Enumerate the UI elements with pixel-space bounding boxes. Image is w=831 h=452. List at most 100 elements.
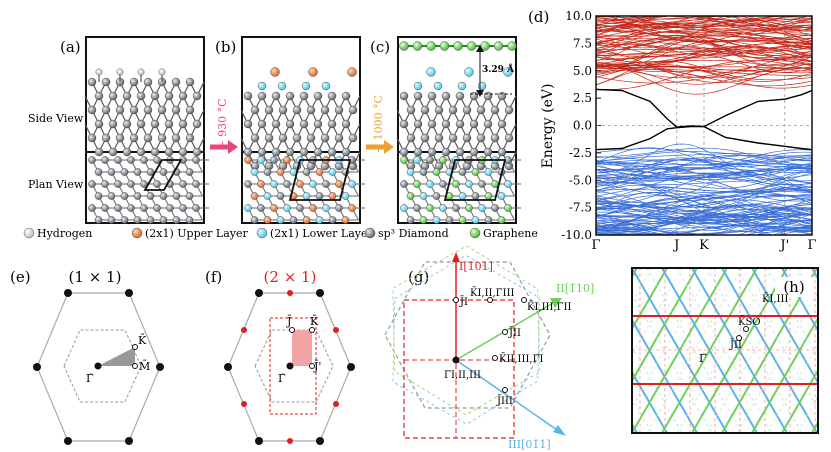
x-tick-label: K xyxy=(699,238,709,253)
y-tick-label: -5.0 xyxy=(569,173,592,187)
band-line xyxy=(596,41,812,71)
diamond-atom xyxy=(129,133,139,143)
diamond-atom xyxy=(178,119,188,129)
plan-atom xyxy=(257,156,265,164)
diamond-atom xyxy=(427,91,437,101)
band-line xyxy=(596,157,812,171)
plan-atom xyxy=(419,168,428,176)
diamond-atom xyxy=(483,147,493,157)
diamond-atom xyxy=(306,133,316,143)
bz-g-J3: J̄III xyxy=(496,395,513,407)
band-line xyxy=(596,16,812,33)
diamond-atom xyxy=(476,133,486,143)
band-line xyxy=(716,16,812,23)
plan-atom xyxy=(94,216,103,224)
diamond-atom xyxy=(271,119,281,129)
diamond-atom xyxy=(341,91,351,101)
diamond-atom xyxy=(150,91,160,101)
plan-atom xyxy=(302,168,311,176)
plan-atom xyxy=(270,204,278,212)
diamond-atom xyxy=(469,147,479,157)
diamond-atom xyxy=(469,119,479,129)
plan-atom xyxy=(270,156,278,164)
band-line xyxy=(596,143,812,176)
plan-atom xyxy=(140,156,148,164)
line-II-dashed xyxy=(646,268,743,433)
bz-e-Gamma: Γ̄ xyxy=(86,372,94,385)
plan-atom xyxy=(309,180,317,188)
plan-atom xyxy=(179,204,187,212)
diamond-atom xyxy=(257,119,267,129)
diamond-atom xyxy=(243,147,253,157)
band-line xyxy=(596,198,812,225)
plan-atom xyxy=(276,216,285,224)
diamond-atom xyxy=(285,91,295,101)
diamond-atom xyxy=(143,133,153,143)
bz-g-K1: K̄I,II,Γ̄III xyxy=(470,287,515,299)
band-line xyxy=(596,156,812,170)
bz-g-dir1: I[1̄01] xyxy=(459,260,493,273)
diamond-atom xyxy=(413,147,423,157)
plan-atom xyxy=(439,204,447,212)
plan-atom xyxy=(471,192,480,200)
band-line xyxy=(596,5,812,14)
diamond-atom xyxy=(399,147,409,157)
plan-atom xyxy=(172,216,181,224)
graphene-atom xyxy=(466,41,477,51)
band-line xyxy=(596,148,812,165)
plan-atom xyxy=(478,204,486,212)
y-tick-label: 5.0 xyxy=(573,64,592,78)
diamond-atom xyxy=(250,105,260,115)
lower-layer-atom xyxy=(257,81,267,91)
plan-atom xyxy=(296,180,304,188)
bz-g-dir3: III[01̄1] xyxy=(508,438,551,451)
line-III-dashed xyxy=(632,345,683,433)
diamond-atom xyxy=(192,91,202,101)
diamond-atom xyxy=(497,119,507,129)
line-II xyxy=(661,268,758,433)
plan-atom xyxy=(114,204,122,212)
plan-atom xyxy=(302,216,311,224)
bz-h-lines xyxy=(632,268,818,433)
band-line xyxy=(596,204,812,224)
diamond-atom xyxy=(150,119,160,129)
band-line xyxy=(596,218,812,235)
plan-atom xyxy=(192,180,200,188)
band-line xyxy=(596,39,812,58)
band-line xyxy=(596,171,812,208)
line-II xyxy=(632,268,698,383)
bz-g-K3: K̄II,III,Γ̄I xyxy=(499,353,544,365)
band-line xyxy=(596,24,812,41)
diamond-atom xyxy=(341,147,351,157)
plan-atom xyxy=(432,168,441,176)
diamond-atom xyxy=(348,133,358,143)
legend-label: (2x1) Upper Layer xyxy=(145,227,248,240)
lower-layer-atom xyxy=(277,81,287,91)
plan-atom xyxy=(185,168,194,176)
plan-atom xyxy=(348,204,356,212)
diamond-atom xyxy=(399,119,409,129)
bz-h-Gamma: Γ̄ xyxy=(699,352,707,365)
diamond-atom xyxy=(420,105,430,115)
panel-d: (d) Energy (eV) 10.07.55.02.50.0-2.5-5.0… xyxy=(528,5,817,253)
band-line xyxy=(596,26,812,49)
diamond-atom xyxy=(243,119,253,129)
band-line xyxy=(596,160,812,173)
lower-layer-atom xyxy=(477,81,487,91)
lower-layer-atom xyxy=(433,81,443,91)
band-line xyxy=(596,147,812,170)
plan-atom xyxy=(419,192,428,200)
diamond-atom xyxy=(164,91,174,101)
diamond-atom xyxy=(264,105,274,115)
diamond-atom xyxy=(108,91,118,101)
diamond-atom xyxy=(136,147,146,157)
legend-label: Hydrogen xyxy=(37,227,92,240)
plan-atom xyxy=(114,156,122,164)
plan-atom xyxy=(484,192,493,200)
plan-atom xyxy=(452,204,460,212)
unit-cell-a xyxy=(143,159,183,191)
diamond-atom xyxy=(455,147,465,157)
diamond-atom xyxy=(171,105,181,115)
plan-atom xyxy=(471,168,480,176)
band-line xyxy=(596,65,812,89)
